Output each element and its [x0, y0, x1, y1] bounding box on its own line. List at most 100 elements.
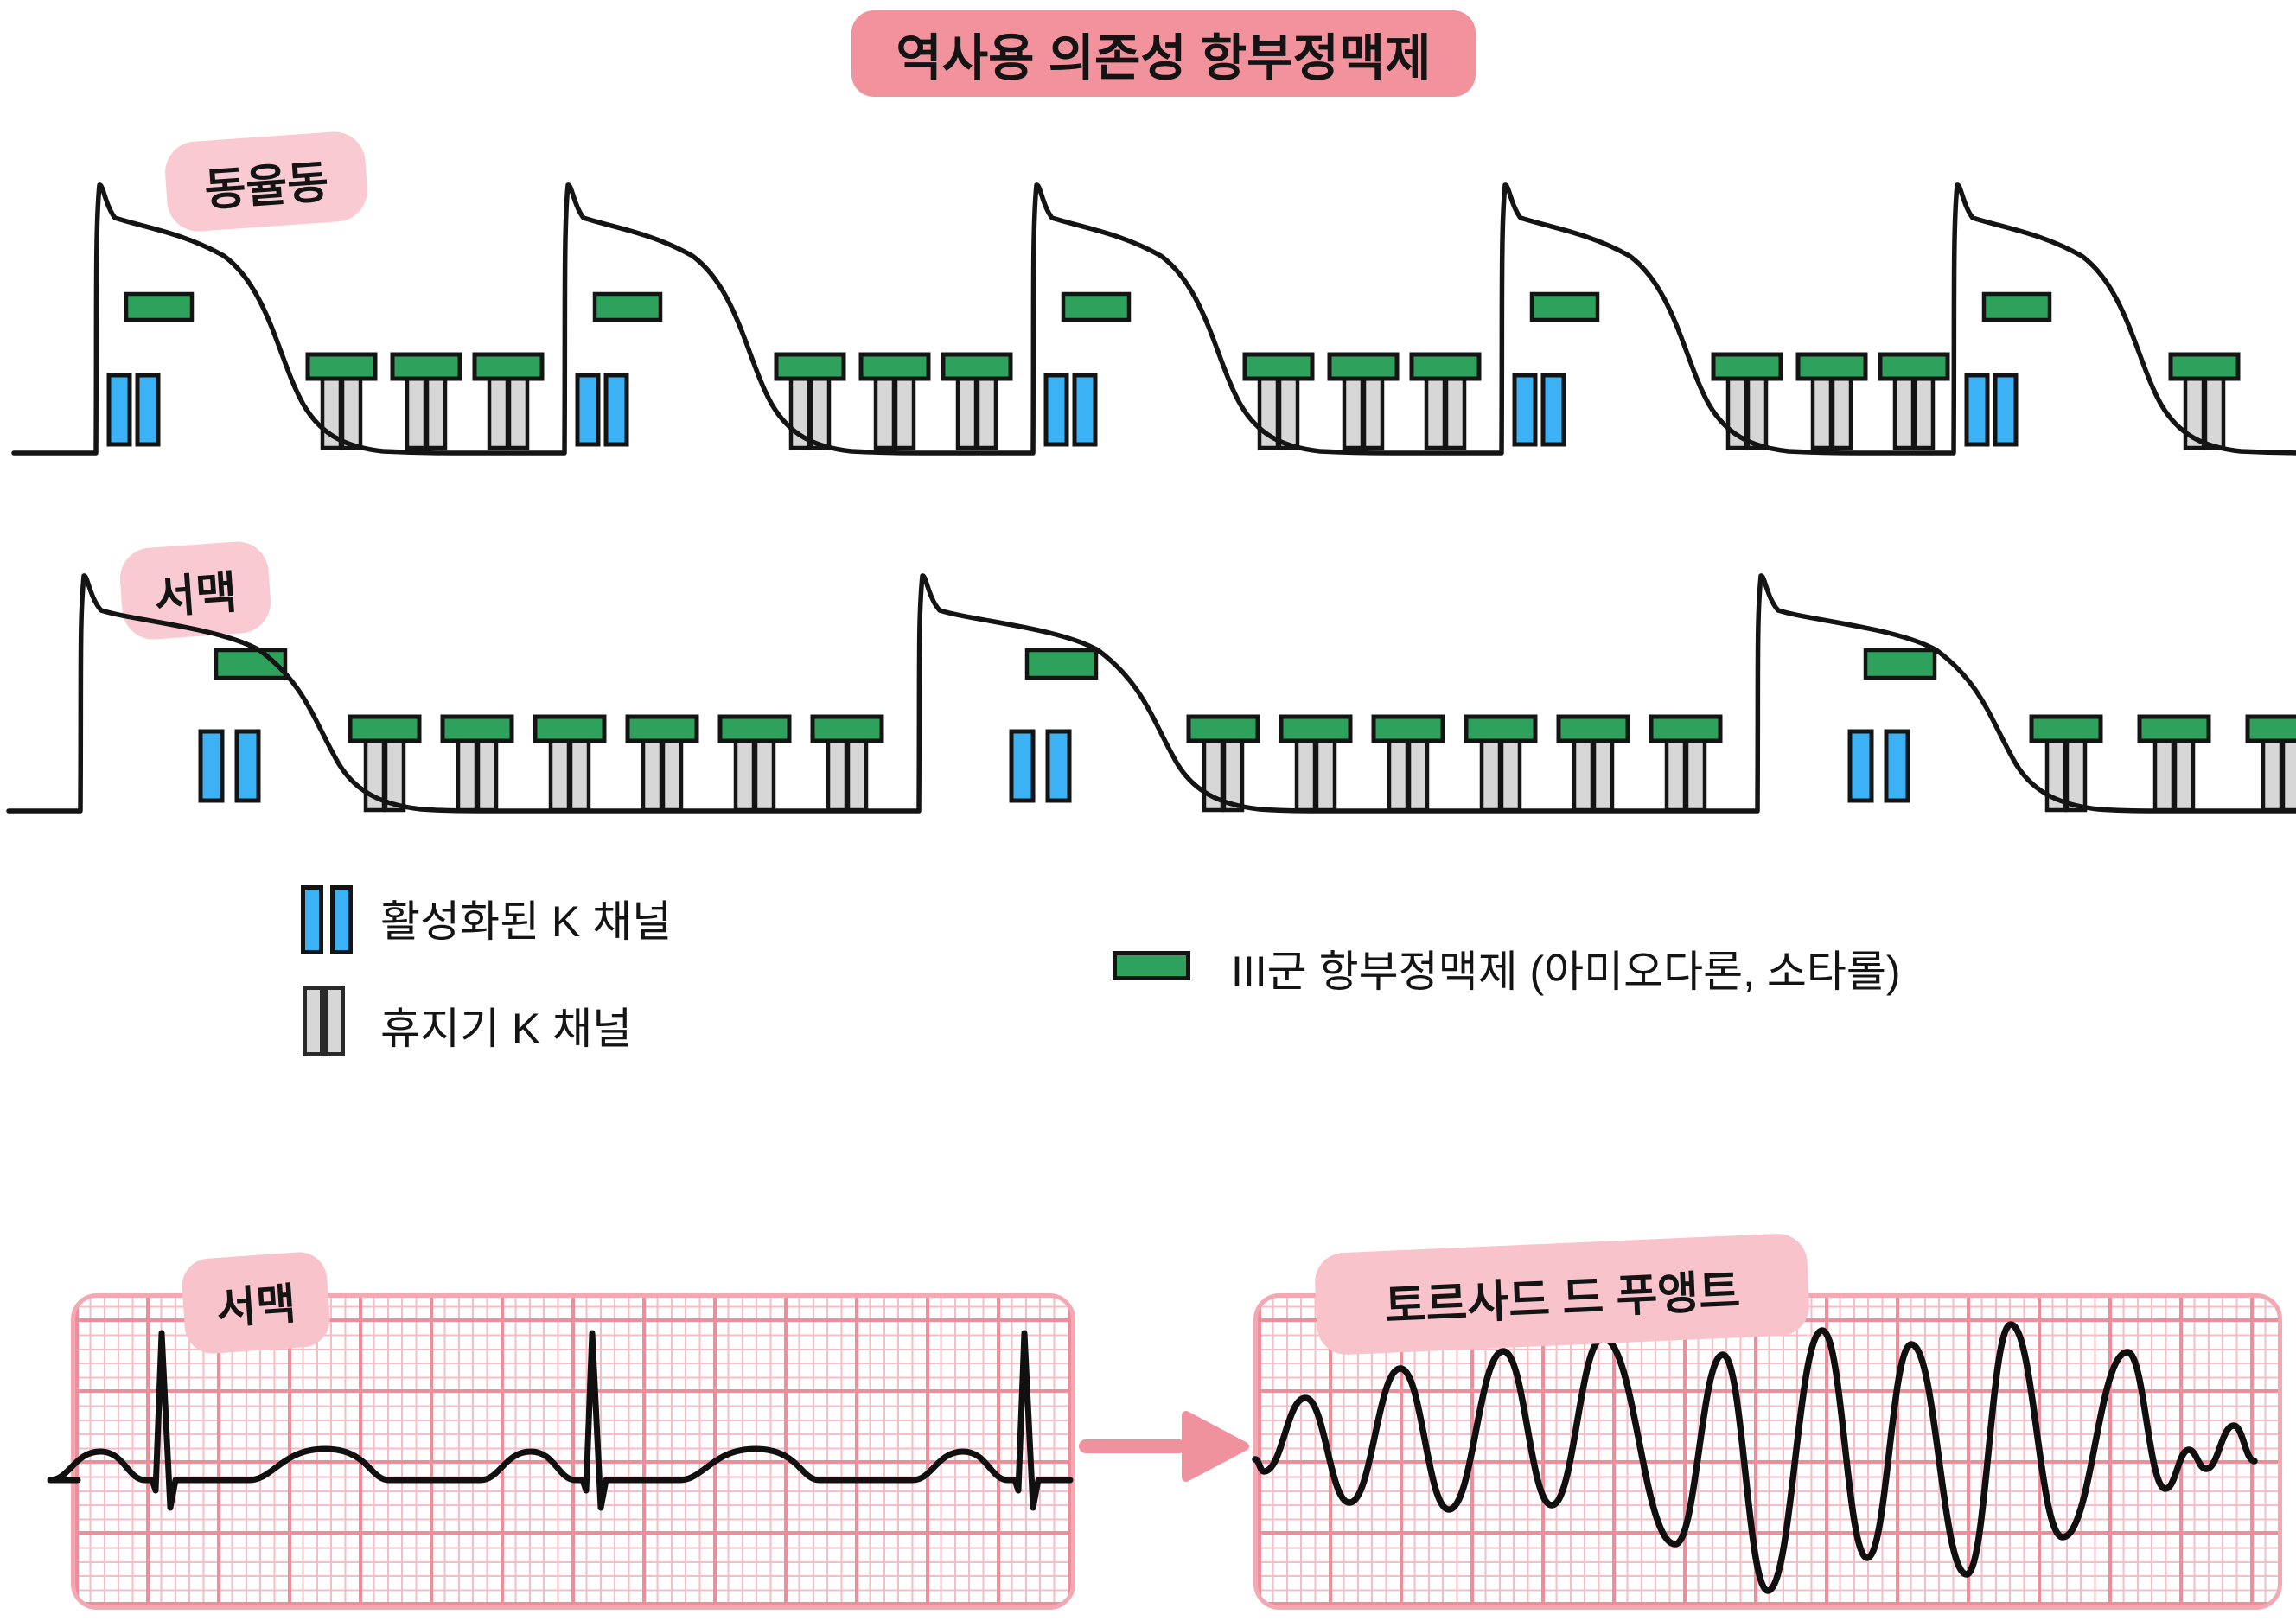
class3-drug-cap — [1279, 714, 1353, 743]
class3-drug-cap — [1242, 352, 1315, 381]
activated-k-channel — [1993, 373, 2019, 447]
class3-drug-cap — [1327, 352, 1400, 381]
resting-k-bar — [2172, 737, 2196, 813]
resting-k-channel — [1186, 714, 1260, 813]
class3-drug-bar — [1981, 291, 2052, 322]
class3-drug-bar — [1024, 648, 1099, 680]
class3-drug-cap — [1371, 714, 1445, 743]
class3-drug-cap — [1649, 714, 1723, 743]
class3-drug-cap — [1186, 714, 1260, 743]
class3-drug-cap — [1795, 352, 1868, 381]
arrow-shaft — [1079, 1439, 1186, 1453]
activated-k-channel-icon — [330, 885, 353, 954]
activated-k-channel — [1847, 729, 1874, 803]
activated-k-channel — [1512, 373, 1538, 447]
resting-k-channel — [2245, 714, 2296, 813]
resting-k-bar — [1294, 737, 1317, 813]
resting-k-channel — [718, 714, 792, 813]
resting-k-bar — [1499, 737, 1522, 813]
resting-k-bar — [548, 737, 571, 813]
activated-k-channel — [106, 373, 132, 447]
ecg-label-bradycardia-text: 서맥 — [214, 1279, 298, 1334]
activated-k-channel — [575, 373, 601, 447]
resting-k-channel — [440, 714, 514, 813]
resting-k-bar — [456, 737, 479, 813]
resting-k-bar — [1572, 737, 1595, 813]
resting-k-bar — [487, 374, 510, 450]
resting-k-bar — [1892, 374, 1916, 450]
diagram-title: 역사용 의존성 항부정맥제 — [851, 10, 1476, 97]
resting-k-channel — [1279, 714, 1353, 813]
class3-drug-cap — [718, 714, 792, 743]
class3-drug-cap — [858, 352, 931, 381]
legend-label-resting-k: 휴지기 K 채널 — [380, 1005, 633, 1053]
resting-k-channel — [810, 714, 884, 813]
resting-k-bar — [641, 737, 664, 813]
class3-drug-cap — [1878, 352, 1950, 381]
resting-k-bar — [1406, 737, 1430, 813]
resting-k-bar — [826, 737, 849, 813]
class3-drug-cap — [625, 714, 699, 743]
resting-k-bar — [1591, 737, 1615, 813]
resting-k-bar — [383, 737, 406, 813]
arrow-icon — [1079, 1411, 1249, 1482]
resting-k-bar — [1424, 374, 1447, 450]
resting-k-channel — [533, 714, 607, 813]
resting-k-bar — [1745, 374, 1769, 450]
ecg-label-torsades-text: 토르사드 드 푸앵트 — [1383, 1266, 1742, 1332]
class3-drug-bar — [1529, 291, 1600, 322]
resting-k-bar — [1342, 374, 1365, 450]
activated-k-channel — [1964, 373, 1990, 447]
class3-drug-bar — [1061, 291, 1132, 322]
ap-row-1 — [11, 182, 2296, 456]
resting-k-channel — [1878, 352, 1950, 450]
resting-k-bar — [975, 374, 998, 450]
resting-k-bar — [2152, 737, 2176, 813]
resting-k-bar — [1684, 737, 1707, 813]
resting-k-channel — [941, 352, 1013, 450]
activated-k-channel — [603, 373, 629, 447]
activated-k-channel — [1043, 373, 1069, 447]
resting-k-bar — [405, 374, 428, 450]
resting-k-channel — [1711, 352, 1783, 450]
resting-k-channel — [2029, 714, 2103, 813]
resting-k-bar — [424, 374, 448, 450]
class3-drug-cap — [533, 714, 607, 743]
resting-k-bar — [2280, 737, 2296, 813]
class3-drug-cap — [440, 714, 514, 743]
resting-k-channel — [1409, 352, 1482, 450]
activated-k-channel — [198, 729, 225, 803]
resting-k-bar — [1221, 737, 1245, 813]
class3-drug-bar — [592, 291, 663, 322]
resting-k-bar — [1830, 374, 1853, 450]
class3-drug-cap — [941, 352, 1013, 381]
resting-k-channel — [1556, 714, 1630, 813]
activated-k-channel — [1009, 729, 1036, 803]
ecg-label-torsades: 토르사드 드 푸앵트 — [1313, 1232, 1811, 1356]
activated-k-channel — [1540, 373, 1566, 447]
resting-k-channel — [472, 352, 545, 450]
resting-k-bar — [340, 374, 363, 450]
resting-k-bar — [873, 374, 896, 450]
resting-k-channel-icon — [323, 986, 345, 1056]
resting-k-channel — [625, 714, 699, 813]
class3-drug-cap — [1409, 352, 1482, 381]
class3-drug-cap — [472, 352, 545, 381]
resting-k-channel — [305, 352, 378, 450]
legend-label-class3-drug: III군 항부정맥제 (아미오다론, 소타롤) — [1231, 948, 1901, 996]
class3-drug-cap — [1711, 352, 1783, 381]
class3-drug-cap — [348, 714, 422, 743]
diagram-title-text: 역사용 의존성 항부정맥제 — [896, 30, 1432, 86]
class3-drug-bar — [1863, 648, 1937, 680]
ecg-label-bradycardia: 서맥 — [180, 1250, 332, 1356]
resting-k-channel — [1327, 352, 1400, 450]
resting-k-bar — [753, 737, 776, 813]
class3-drug-cap — [774, 352, 846, 381]
ap-row-2 — [6, 573, 2296, 814]
class3-drug-cap — [2137, 714, 2211, 743]
resting-k-bar — [1362, 374, 1385, 450]
resting-k-channel — [1371, 714, 1445, 813]
resting-k-bar — [475, 737, 499, 813]
class3-drug-cap — [1556, 714, 1630, 743]
